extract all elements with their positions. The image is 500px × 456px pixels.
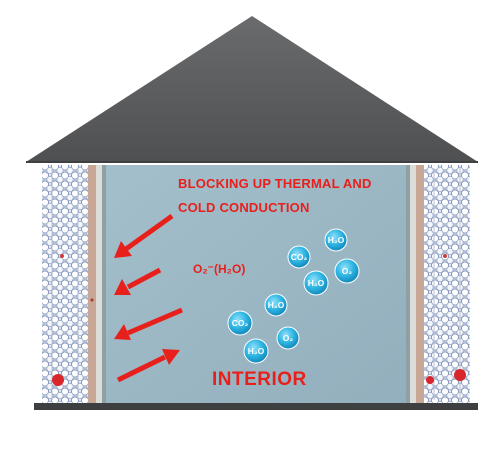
- heading-line-2: COLD CONDUCTION: [178, 200, 310, 215]
- molecule-label: CO₂: [232, 318, 249, 328]
- molecule-o2: O₂: [334, 258, 360, 284]
- molecule-label: H₂O: [328, 235, 345, 245]
- molecule-h2o: H₂O: [243, 338, 269, 364]
- molecule-label: CO₂: [291, 252, 308, 262]
- molecules: H₂O CO₂ H₂O O₂ H₂O CO₂ O₂ H₂O: [227, 228, 360, 364]
- heading-line-1: BLOCKING UP THERMAL AND: [178, 176, 372, 191]
- molecule-h2o: H₂O: [303, 270, 329, 296]
- heat-arrows: [114, 213, 183, 383]
- floor: [34, 403, 478, 410]
- molecule-label: H₂O: [308, 278, 325, 288]
- molecule-label: H₂O: [268, 300, 285, 310]
- molecule-h2o: H₂O: [324, 228, 348, 252]
- interior-label: INTERIOR: [212, 369, 307, 390]
- ion-label: O₂⁻(H₂O): [193, 262, 246, 276]
- right-wall: [406, 165, 470, 405]
- interior-room: [106, 165, 406, 405]
- left-wall: [42, 165, 106, 405]
- molecule-o2: O₂: [276, 326, 300, 350]
- molecule-co2: CO₂: [287, 245, 311, 269]
- molecule-label: O₂: [283, 333, 294, 343]
- molecule-label: O₂: [342, 266, 353, 276]
- molecule-co2: CO₂: [227, 310, 253, 336]
- molecule-h2o: H₂O: [264, 293, 288, 317]
- molecule-label: H₂O: [248, 346, 265, 356]
- roof: [26, 16, 478, 162]
